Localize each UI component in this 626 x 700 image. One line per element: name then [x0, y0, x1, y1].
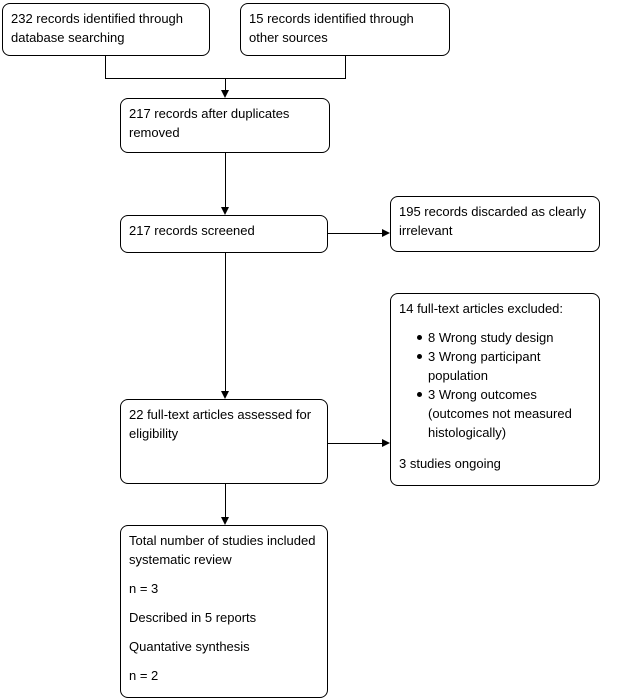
- connector-duplicates-to-screened: [225, 153, 226, 208]
- box-records-discarded-text: 195 records discarded as clearly irrelev…: [399, 204, 587, 238]
- arrowhead-down-duplicates-icon: [221, 90, 229, 98]
- connector-database-down: [105, 56, 106, 78]
- box-records-after-duplicates-removed-text: 217 records after duplicates removed: [129, 106, 290, 140]
- box-fulltext-assessed: 22 full-text articles assessed for eligi…: [120, 399, 328, 484]
- box-records-after-duplicates-removed: 217 records after duplicates removed: [120, 98, 330, 153]
- arrowhead-down-included-icon: [221, 517, 229, 525]
- connector-screened-to-fulltext: [225, 253, 226, 392]
- arrowhead-right-excluded-icon: [382, 439, 390, 447]
- box-records-screened-text: 217 records screened: [129, 223, 255, 238]
- box-records-identified-other-sources: 15 records identified through other sour…: [240, 3, 450, 56]
- box-records-identified-other-sources-text: 15 records identified through other sour…: [249, 11, 414, 45]
- box-records-identified-database: 232 records identified through database …: [2, 3, 210, 56]
- connector-screened-to-discarded: [328, 233, 383, 234]
- box-records-discarded: 195 records discarded as clearly irrelev…: [390, 196, 600, 252]
- bullet-icon: [417, 335, 422, 340]
- excluded-bullet-item: 3 Wrong outcomes (outcomes not measured …: [417, 385, 591, 442]
- box-studies-included: Total number of studies included systema…: [120, 525, 328, 698]
- connector-fulltext-to-included: [225, 484, 226, 518]
- arrowhead-right-discarded-icon: [382, 229, 390, 237]
- bullet-icon: [417, 392, 422, 397]
- box-records-identified-database-text: 232 records identified through database …: [11, 11, 184, 45]
- connector-other-sources-down: [345, 56, 346, 78]
- included-line: Total number of studies included systema…: [129, 533, 316, 567]
- included-line: n = 2: [129, 668, 159, 683]
- connector-fulltext-to-excluded: [328, 443, 383, 444]
- excluded-heading: 14 full-text articles excluded:: [399, 301, 564, 316]
- included-line: Quantative synthesis: [129, 639, 250, 654]
- connector-merge-to-duplicates: [225, 78, 226, 91]
- excluded-bullet-text: 8 Wrong study design: [428, 330, 554, 345]
- arrowhead-down-screened-icon: [221, 207, 229, 215]
- included-line: Described in 5 reports: [129, 610, 257, 625]
- box-fulltext-assessed-text: 22 full-text articles assessed for eligi…: [129, 407, 312, 441]
- included-line: n = 3: [129, 581, 159, 596]
- studies-ongoing-note: 3 studies ongoing: [399, 456, 501, 471]
- excluded-bullet-text: 3 Wrong participant population: [428, 349, 541, 383]
- box-fulltext-excluded: 14 full-text articles excluded: 8 Wrong …: [390, 293, 600, 486]
- arrowhead-down-fulltext-icon: [221, 391, 229, 399]
- excluded-bullet-item: 8 Wrong study design: [417, 328, 591, 347]
- excluded-bullet-text: 3 Wrong outcomes (outcomes not measured …: [428, 387, 572, 440]
- excluded-bullet-item: 3 Wrong participant population: [417, 347, 591, 385]
- box-records-screened: 217 records screened: [120, 215, 328, 253]
- bullet-icon: [417, 354, 422, 359]
- excluded-bullet-list: 8 Wrong study design 3 Wrong participant…: [417, 328, 591, 442]
